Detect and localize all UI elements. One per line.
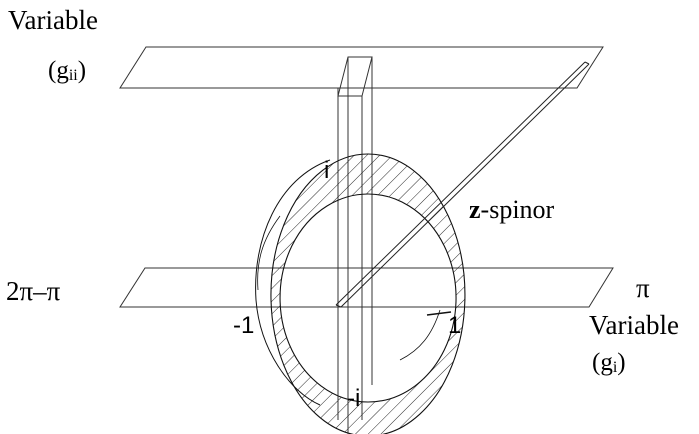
label-variable-top: Variable	[8, 5, 98, 35]
z-spinor-rod	[335, 61, 590, 308]
lower-plane	[119, 267, 614, 308]
label-g-ii: (gii)	[48, 57, 86, 84]
label-pi: π	[636, 273, 650, 303]
upper-plane	[119, 46, 604, 89]
ring-label-minus-one: -1	[233, 312, 254, 339]
vertical-plane-lower	[337, 380, 349, 434]
ring-label-minus-i: -i	[347, 385, 360, 412]
ring-label-i: i	[324, 157, 329, 184]
label-g-i: (gi)	[592, 349, 626, 376]
vertical-plane	[337, 56, 373, 420]
spinor-ring	[255, 153, 466, 434]
label-variable-right: Variable	[589, 310, 679, 340]
label-2pi-minus-pi: 2π–π	[6, 276, 61, 306]
ring-label-one: 1	[448, 312, 461, 339]
label-z-spinor: z-spinor	[469, 195, 555, 224]
